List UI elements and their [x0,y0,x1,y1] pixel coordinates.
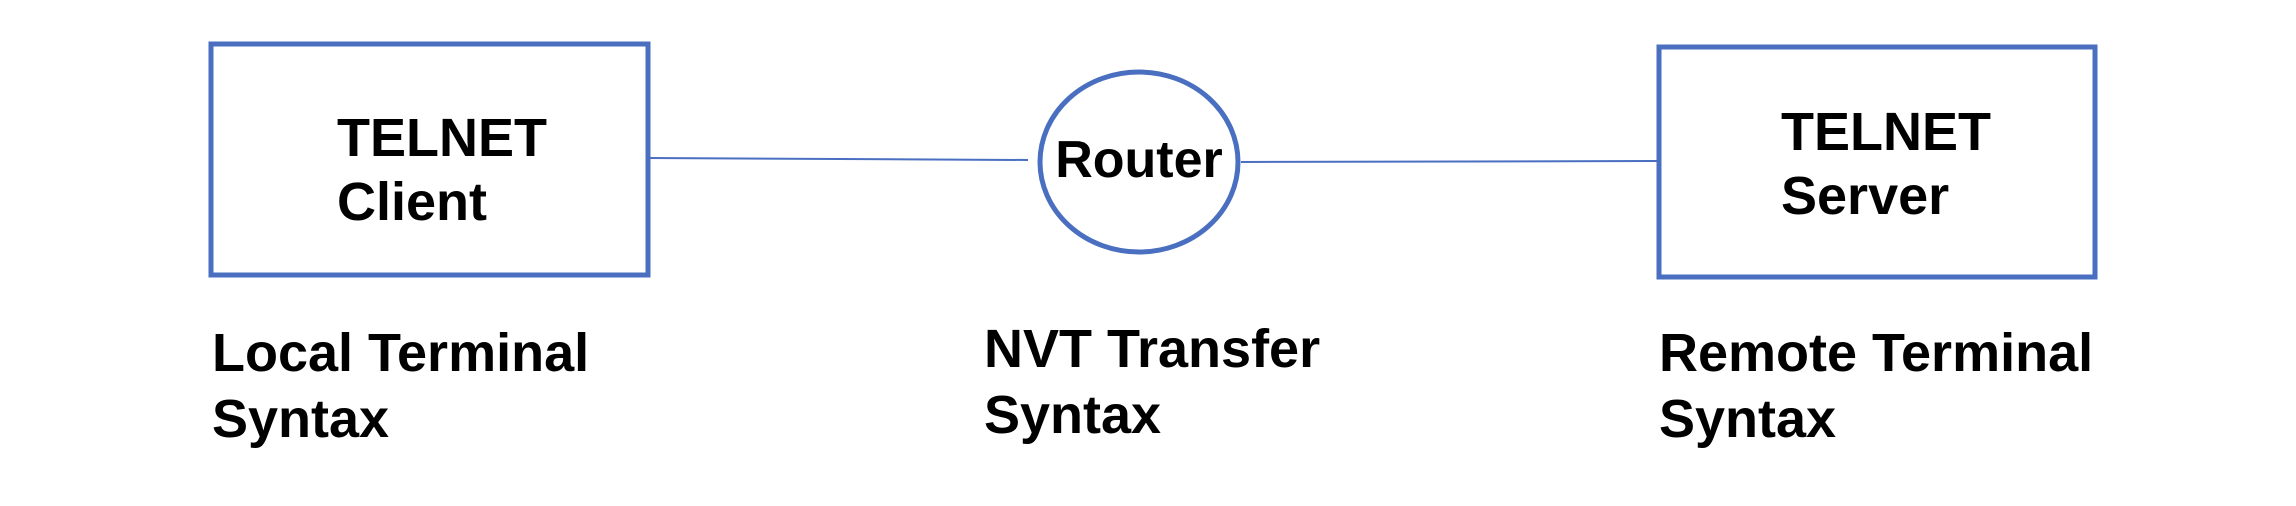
client-caption-line2: Syntax [212,389,390,449]
server-caption-line1: Remote Terminal [1659,323,2094,383]
client-box [208,41,651,278]
client-router-link [647,157,1029,161]
router-label: Router [1055,131,1223,189]
router-server-link [1240,160,1660,163]
client-label-line1: TELNET [337,108,547,168]
client-caption: Local Terminal Syntax [212,320,589,452]
server-box [1656,44,2098,280]
router-caption: NVT Transfer Syntax [984,316,1320,448]
client-label-line2: Client [337,172,488,232]
server-label-line1: TELNET [1781,102,1991,162]
router-caption-line2: Syntax [984,385,1162,445]
router-node [1037,69,1241,255]
client-caption-line1: Local Terminal [212,323,590,383]
server-label-line2: Server [1781,166,1950,226]
server-caption: Remote Terminal Syntax [1659,320,2093,452]
router-caption-line1: NVT Transfer [984,319,1321,379]
server-caption-line2: Syntax [1659,389,1837,449]
server-label: TELNET Server [1781,100,1991,228]
client-label: TELNET Client [337,106,547,234]
